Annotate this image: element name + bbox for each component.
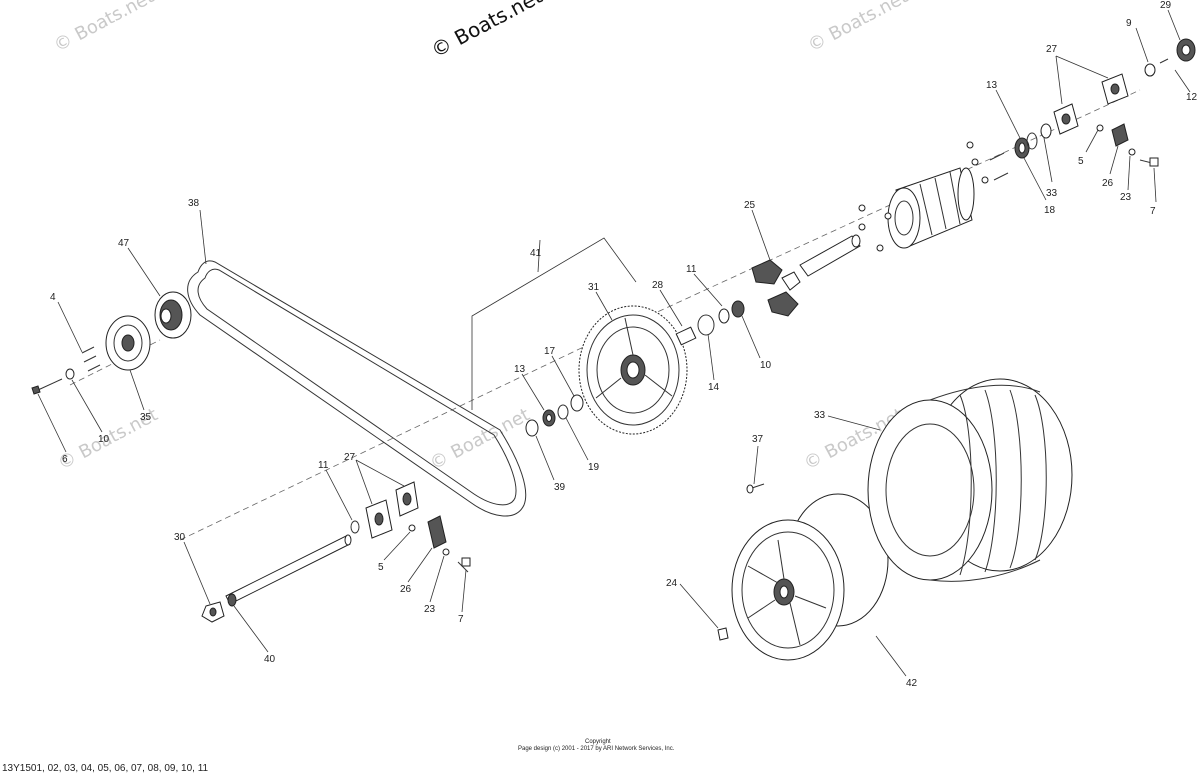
drive-pulley [105,291,192,371]
hub-studs [858,141,1009,252]
rear-axle [201,534,352,623]
callout-18: 18 [1044,205,1056,216]
callout-23-top: 23 [1120,192,1132,203]
wheel-hub-carrier [887,167,975,249]
lug-nut [717,627,729,641]
callout-5-low: 5 [378,562,384,573]
callout-38: 38 [188,198,200,209]
tire [867,378,1073,582]
callout-6: 6 [62,454,68,465]
callout-42: 42 [906,678,918,689]
callout-14: 14 [708,382,720,393]
callout-26-low: 26 [400,584,412,595]
callout-10-mid: 10 [760,360,772,371]
callout-11-low: 11 [318,460,329,471]
callout-40: 40 [264,654,276,665]
watermark-main: © Boats.net [427,0,546,62]
cush-drive [751,259,801,317]
callout-37: 37 [752,434,764,445]
upper-right-fasteners [1096,123,1159,167]
callout-13-top: 13 [986,80,998,91]
figure-code: 13Y1501, 02, 03, 04, 05, 06, 07, 08, 09,… [2,763,209,774]
callout-24: 24 [666,578,678,589]
spur-gear [578,305,688,435]
callout-11-mid: 11 [686,264,697,275]
watermark-top-left: © Boats.net [50,0,157,56]
callout-9: 9 [1126,18,1132,29]
callout-28: 28 [652,280,664,291]
callout-7-low: 7 [458,614,464,625]
callout-5-top: 5 [1078,156,1084,167]
callout-17: 17 [544,346,556,357]
callout-33-tire: 33 [814,410,826,421]
bearing-set-mid [525,394,584,437]
callout-27-low: 27 [344,452,356,463]
callout-26-top: 26 [1102,178,1114,189]
lower-eccentric-assembly [350,481,471,573]
wheel-rim [731,493,889,661]
valve-stem [746,483,765,494]
callout-31: 31 [588,282,600,293]
axle-tube [799,234,861,277]
callout-19: 19 [588,462,600,473]
callout-35: 35 [140,412,152,423]
callout-13-mid: 13 [514,364,526,375]
callout-33-small: 33 [1046,188,1058,199]
callout-12: 12 [1186,92,1198,103]
callout-numbers: 29 9 12 27 13 5 33 18 26 23 7 25 11 28 3… [50,0,1198,689]
drive-belt [187,260,527,517]
left-fasteners [31,346,101,395]
callout-25: 25 [744,200,756,211]
callout-41: 41 [530,248,542,259]
callout-10-left: 10 [98,434,110,445]
callout-27-top: 27 [1046,44,1058,55]
upper-right-assembly [1014,38,1196,159]
watermark-top-right: © Boats.net [804,0,911,56]
callout-23-low: 23 [424,604,436,615]
callout-39: 39 [554,482,566,493]
copyright-line: Page design (c) 2001 - 2017 by ARI Netwo… [518,746,675,752]
callout-4: 4 [50,292,56,303]
callout-29: 29 [1160,0,1172,11]
callout-30: 30 [174,532,186,543]
watermarks: © Boats.net © Boats.net © Boats.net © Bo… [50,0,911,474]
callout-47: 47 [118,238,130,249]
copyright-title: Copyright [585,739,611,745]
callout-7-top: 7 [1150,206,1156,217]
leader-lines [37,9,1191,677]
gear-hub-parts [675,300,745,346]
